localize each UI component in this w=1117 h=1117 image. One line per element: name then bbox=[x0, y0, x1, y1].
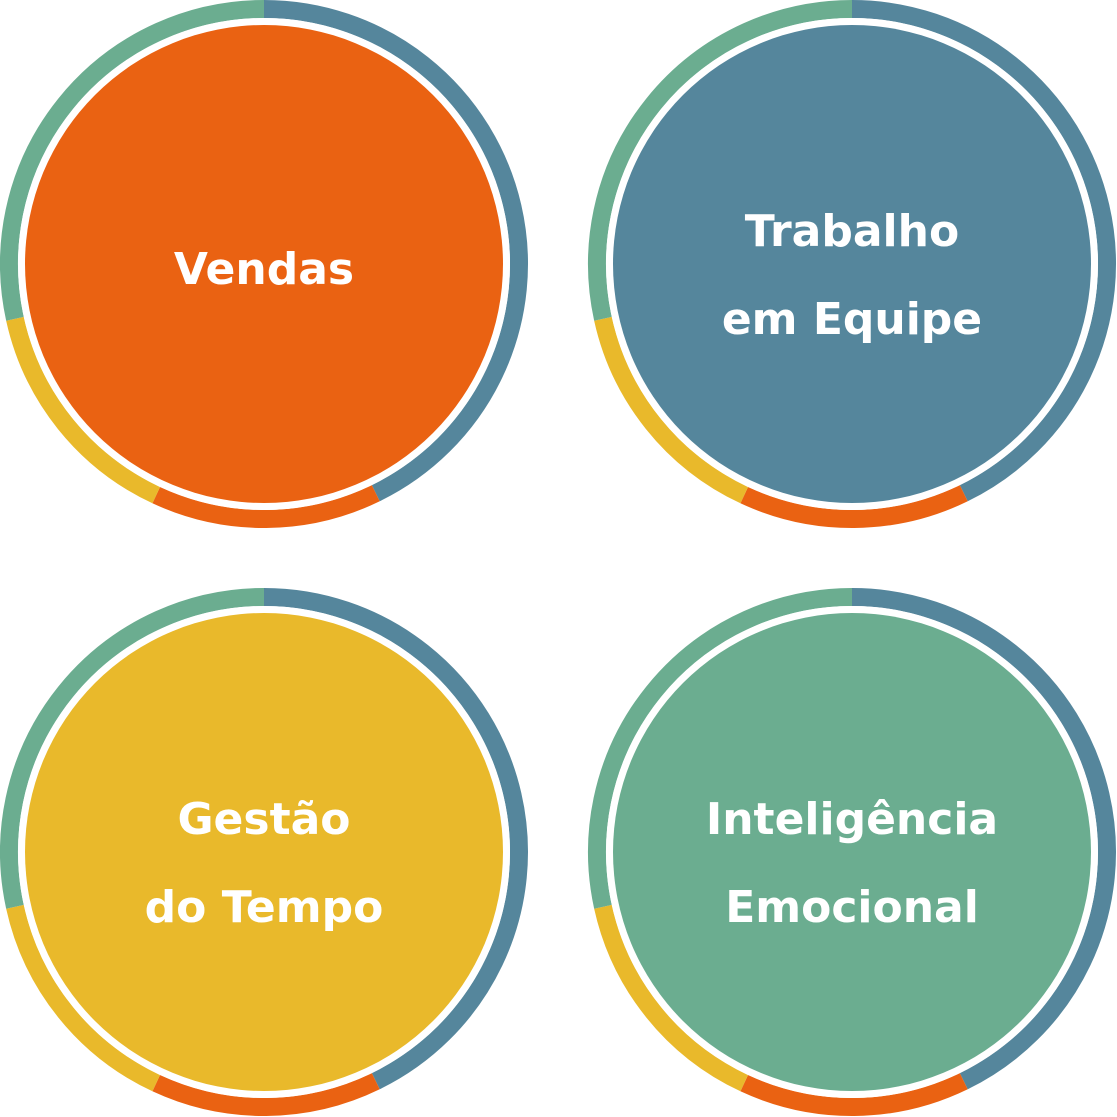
ring-segment-green bbox=[0, 588, 265, 909]
ring-segment-orange bbox=[740, 1073, 968, 1116]
ring-segment-blue bbox=[851, 0, 1116, 502]
ring-segment-green bbox=[0, 0, 265, 321]
ring-segment-blue bbox=[263, 588, 528, 1090]
circle-fill bbox=[613, 25, 1091, 503]
ring-segment-yellow bbox=[6, 316, 161, 504]
circle-label-gestao-do-tempo: Gestão do Tempo bbox=[64, 776, 464, 952]
ring-segment-yellow bbox=[594, 316, 749, 504]
ring-segment-blue bbox=[851, 588, 1116, 1090]
ring-segment-orange bbox=[152, 485, 380, 528]
ring-segment-orange bbox=[152, 1073, 380, 1116]
circle-2 bbox=[588, 0, 1116, 528]
ring-segment-green bbox=[588, 0, 853, 321]
label-line-1: Gestão bbox=[177, 794, 351, 845]
circle-label-vendas: Vendas bbox=[64, 226, 464, 314]
label-line-1: Trabalho bbox=[744, 206, 960, 257]
ring-segment-yellow bbox=[594, 904, 749, 1092]
ring-segment-blue bbox=[263, 0, 528, 502]
label-line-1: Vendas bbox=[173, 244, 355, 295]
ring-segment-green bbox=[588, 588, 853, 909]
circle-fill bbox=[613, 613, 1091, 1091]
label-line-2: Emocional bbox=[725, 882, 979, 933]
circle-fill bbox=[25, 25, 503, 503]
ring-segment-yellow bbox=[6, 904, 161, 1092]
circle-label-inteligencia-emocional: Inteligência Emocional bbox=[652, 776, 1052, 952]
label-line-2: do Tempo bbox=[144, 882, 384, 933]
circle-1 bbox=[0, 0, 528, 528]
circle-label-trabalho-em-equipe: Trabalho em Equipe bbox=[652, 188, 1052, 364]
label-line-1: Inteligência bbox=[705, 794, 999, 845]
circle-3 bbox=[0, 588, 528, 1116]
ring-segment-orange bbox=[740, 485, 968, 528]
circle-fill bbox=[25, 613, 503, 1091]
label-line-2: em Equipe bbox=[721, 294, 983, 345]
circle-4 bbox=[588, 588, 1116, 1116]
